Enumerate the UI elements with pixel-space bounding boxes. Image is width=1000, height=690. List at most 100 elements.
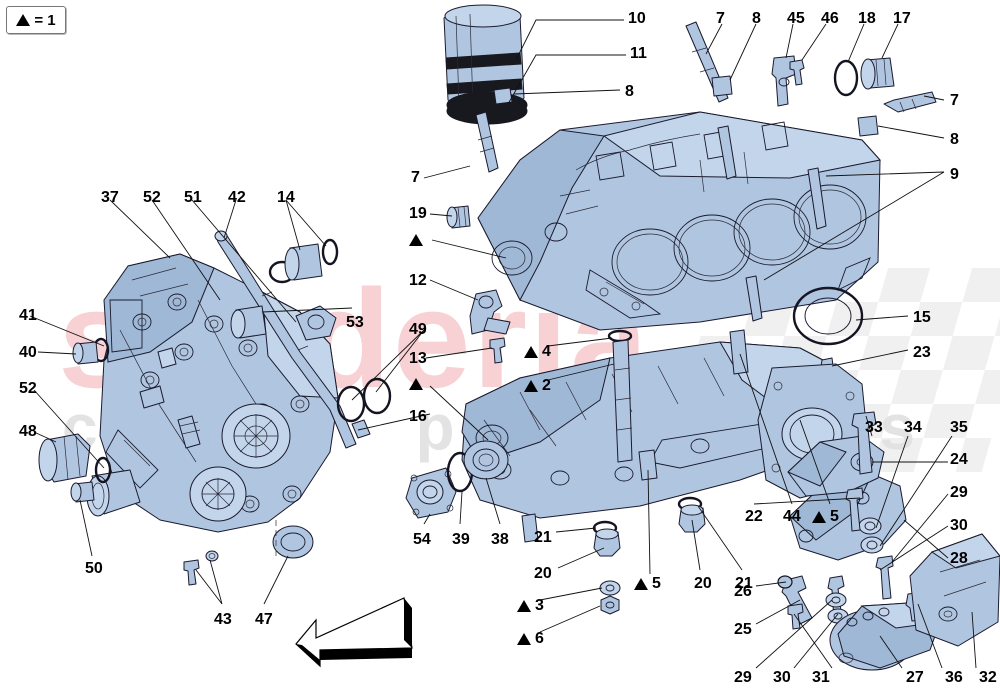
callout-number: 23: [913, 344, 931, 361]
part-bolt-13: [489, 337, 506, 364]
part-drain-plug-20-b: [678, 504, 706, 533]
part-stud-9-c: [745, 275, 763, 322]
callout-52: 52: [143, 190, 161, 206]
callout-number: 43: [214, 611, 232, 628]
part-flange-54: [405, 467, 457, 519]
part-plug-8-topright: [711, 75, 733, 97]
callout-45: 45: [787, 11, 805, 27]
callout-number: 51: [184, 189, 202, 206]
callout-number: 7: [716, 10, 725, 27]
callout-35: 35: [950, 420, 968, 436]
part-bracket-12: [469, 289, 511, 335]
callout-31: 31: [812, 670, 830, 686]
callout-19: 19: [409, 206, 427, 222]
callout-30: 30: [950, 518, 968, 534]
callout-27: 27: [906, 670, 924, 686]
callout-7: 7: [716, 11, 725, 27]
callout-triangle: [409, 234, 423, 246]
callout-40: 40: [19, 345, 37, 361]
part-bushing-17: [860, 57, 895, 90]
callout-52: 52: [19, 381, 37, 397]
callout-number: 11: [630, 45, 647, 62]
triangle-icon: [16, 14, 31, 26]
part-crank-seal-15: [792, 286, 864, 346]
part-bolt-43: [183, 559, 200, 586]
callout-number: 20: [694, 575, 712, 592]
part-oring-4: [607, 329, 633, 343]
callout-number: 41: [19, 307, 37, 324]
callout-47: 47: [255, 612, 273, 628]
callout-number: 7: [411, 169, 420, 186]
callout-triangle: [409, 378, 423, 390]
callout-10: 10: [628, 11, 646, 27]
callout-22: 22: [745, 509, 763, 525]
callout-number: 21: [534, 529, 552, 546]
part-bracket-51: [295, 305, 337, 341]
part-plug-8-right: [857, 115, 879, 137]
callout-number: 5: [830, 508, 839, 525]
callout-number: 39: [452, 531, 470, 548]
callout-34: 34: [904, 420, 922, 436]
part-nut-6: [600, 595, 620, 615]
callout-number: 4: [542, 343, 551, 360]
callout-number: 2: [542, 377, 551, 394]
callout-38: 38: [491, 532, 509, 548]
callout-number: 25: [734, 621, 752, 638]
part-washer-14b: [321, 238, 339, 266]
callout-number: 36: [945, 669, 963, 686]
part-nut-43b: [205, 550, 219, 562]
part-stud-7-left: [475, 111, 499, 173]
callout-number: 24: [950, 451, 968, 468]
triangle-icon: [517, 633, 531, 645]
legend-box: = 1: [6, 6, 66, 34]
callout-number: 22: [745, 508, 763, 525]
callout-8: 8: [625, 84, 634, 100]
part-crank-seal-47: [272, 520, 314, 560]
part-stud-5-a: [638, 449, 658, 481]
callout-number: 50: [85, 560, 103, 577]
callout-number: 40: [19, 344, 37, 361]
callout-36: 36: [945, 670, 963, 686]
callout-39: 39: [452, 532, 470, 548]
part-bushing-19: [446, 205, 471, 229]
callout-20: 20: [534, 566, 552, 582]
callout-number: 52: [143, 189, 161, 206]
callout-37: 37: [101, 190, 119, 206]
callout-number: 44: [783, 508, 801, 525]
part-long-bolt-2: [612, 339, 633, 463]
part-bushing-53: [230, 305, 267, 339]
callout-number: 38: [491, 531, 509, 548]
callout-number: 26: [734, 583, 752, 600]
callout-number: 10: [628, 10, 646, 27]
callout-number: 28: [950, 550, 968, 567]
part-ring-49-b: [362, 377, 392, 415]
callout-number: 35: [950, 419, 968, 436]
view-direction-arrow: [295, 597, 413, 668]
callout-number: 8: [625, 83, 634, 100]
callout-51: 51: [184, 190, 202, 206]
callout-number: 47: [255, 611, 273, 628]
callout-42: 42: [228, 190, 246, 206]
part-coolant-pipe-48: [38, 433, 91, 483]
callout-number: 6: [535, 630, 544, 647]
callout-5: 5: [634, 576, 661, 592]
callout-number: 54: [413, 531, 431, 548]
callout-18: 18: [858, 11, 876, 27]
triangle-icon: [524, 346, 538, 358]
part-stud-5-b: [521, 513, 539, 543]
callout-11: 11: [630, 46, 647, 62]
callout-number: 5: [652, 575, 661, 592]
triangle-icon: [812, 511, 826, 523]
part-engine-block: [477, 111, 881, 331]
callout-number: 37: [101, 189, 119, 206]
callout-number: 3: [535, 597, 544, 614]
part-mount-cover-32: [909, 533, 1000, 647]
part-washer-35: [860, 536, 884, 554]
callout-number: 15: [913, 309, 931, 326]
triangle-icon: [517, 600, 531, 612]
callout-number: 29: [950, 484, 968, 501]
callout-number: 46: [821, 10, 839, 27]
callout-2: 2: [524, 378, 551, 394]
callout-14: 14: [277, 190, 295, 206]
callout-54: 54: [413, 532, 431, 548]
